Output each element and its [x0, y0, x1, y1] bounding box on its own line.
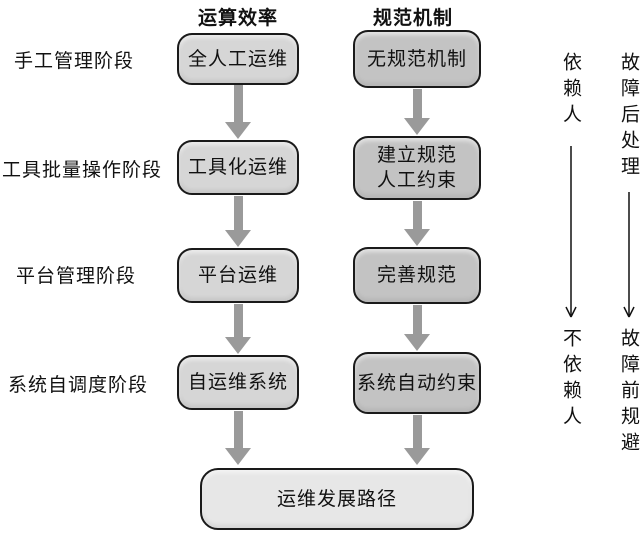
arrow-head: [404, 334, 430, 351]
arrow-head: [225, 337, 251, 354]
node-build-standard: 建立规范 人工约束: [353, 136, 481, 200]
annotation-not-depend-on-people: 不依赖人: [560, 328, 582, 432]
annotation-post-fault-handling: 故障后处理: [618, 52, 640, 182]
node-label: 工具化运维: [187, 156, 288, 179]
arrow-head: [225, 448, 251, 465]
arrow-head: [404, 229, 430, 246]
node-ops-development-path: 运维发展路径: [200, 468, 474, 530]
node-self-ops-system: 自运维系统: [177, 355, 299, 410]
node-label: 自运维系统: [187, 371, 288, 394]
arrow-shaft: [412, 415, 422, 448]
arrow-head: [225, 122, 251, 139]
stage-label-tool: 工具批量操作阶段: [2, 159, 163, 181]
down-arrow-icon: [404, 415, 430, 465]
annotation-pre-fault-avoidance: 故障前规避: [618, 328, 640, 458]
arrow-head: [404, 448, 430, 465]
node-platform-ops: 平台运维: [177, 248, 299, 303]
node-label-line-2: 人工约束: [376, 169, 457, 191]
node-auto-constraint: 系统自动约束: [353, 352, 481, 414]
down-arrow-icon: [404, 89, 430, 135]
arrow-head: [404, 118, 430, 135]
arrow-shaft: [233, 196, 243, 230]
node-label: 系统自动约束: [356, 371, 477, 394]
node-label-line-1: 建立规范: [376, 144, 457, 167]
node-full-manual-ops: 全人工运维: [177, 33, 299, 85]
arrow-shaft: [412, 89, 422, 118]
stage-label-manual: 手工管理阶段: [14, 50, 135, 72]
arrow-shaft: [233, 85, 243, 122]
thin-down-arrow-icon: [623, 192, 635, 318]
node-no-standard: 无规范机制: [353, 30, 481, 88]
thin-down-arrow-icon: [565, 146, 577, 318]
node-label: 完善规范: [376, 264, 457, 287]
node-label: 平台运维: [197, 264, 278, 287]
stage-label-self: 系统自调度阶段: [8, 374, 149, 396]
down-arrow-icon: [404, 305, 430, 351]
down-arrow-icon: [225, 196, 251, 247]
column-header-mechanism: 规范机制: [372, 7, 453, 29]
arrow-shaft: [233, 411, 243, 448]
arrow-shaft: [412, 201, 422, 229]
down-arrow-icon: [404, 201, 430, 246]
arrow-head: [225, 230, 251, 247]
node-tool-ops: 工具化运维: [177, 140, 299, 195]
column-header-efficiency: 运算效率: [197, 7, 278, 29]
node-label: 无规范机制: [366, 47, 467, 70]
down-arrow-icon: [225, 85, 251, 139]
annotation-depend-on-people: 依赖人: [560, 52, 582, 130]
node-label: 运维发展路径: [276, 487, 397, 510]
node-improve-standard: 完善规范: [353, 247, 481, 304]
stage-label-platform: 平台管理阶段: [16, 265, 137, 287]
down-arrow-icon: [225, 411, 251, 465]
arrow-shaft: [233, 304, 243, 337]
arrow-shaft: [412, 305, 422, 334]
down-arrow-icon: [225, 304, 251, 354]
node-label: 全人工运维: [187, 47, 288, 70]
